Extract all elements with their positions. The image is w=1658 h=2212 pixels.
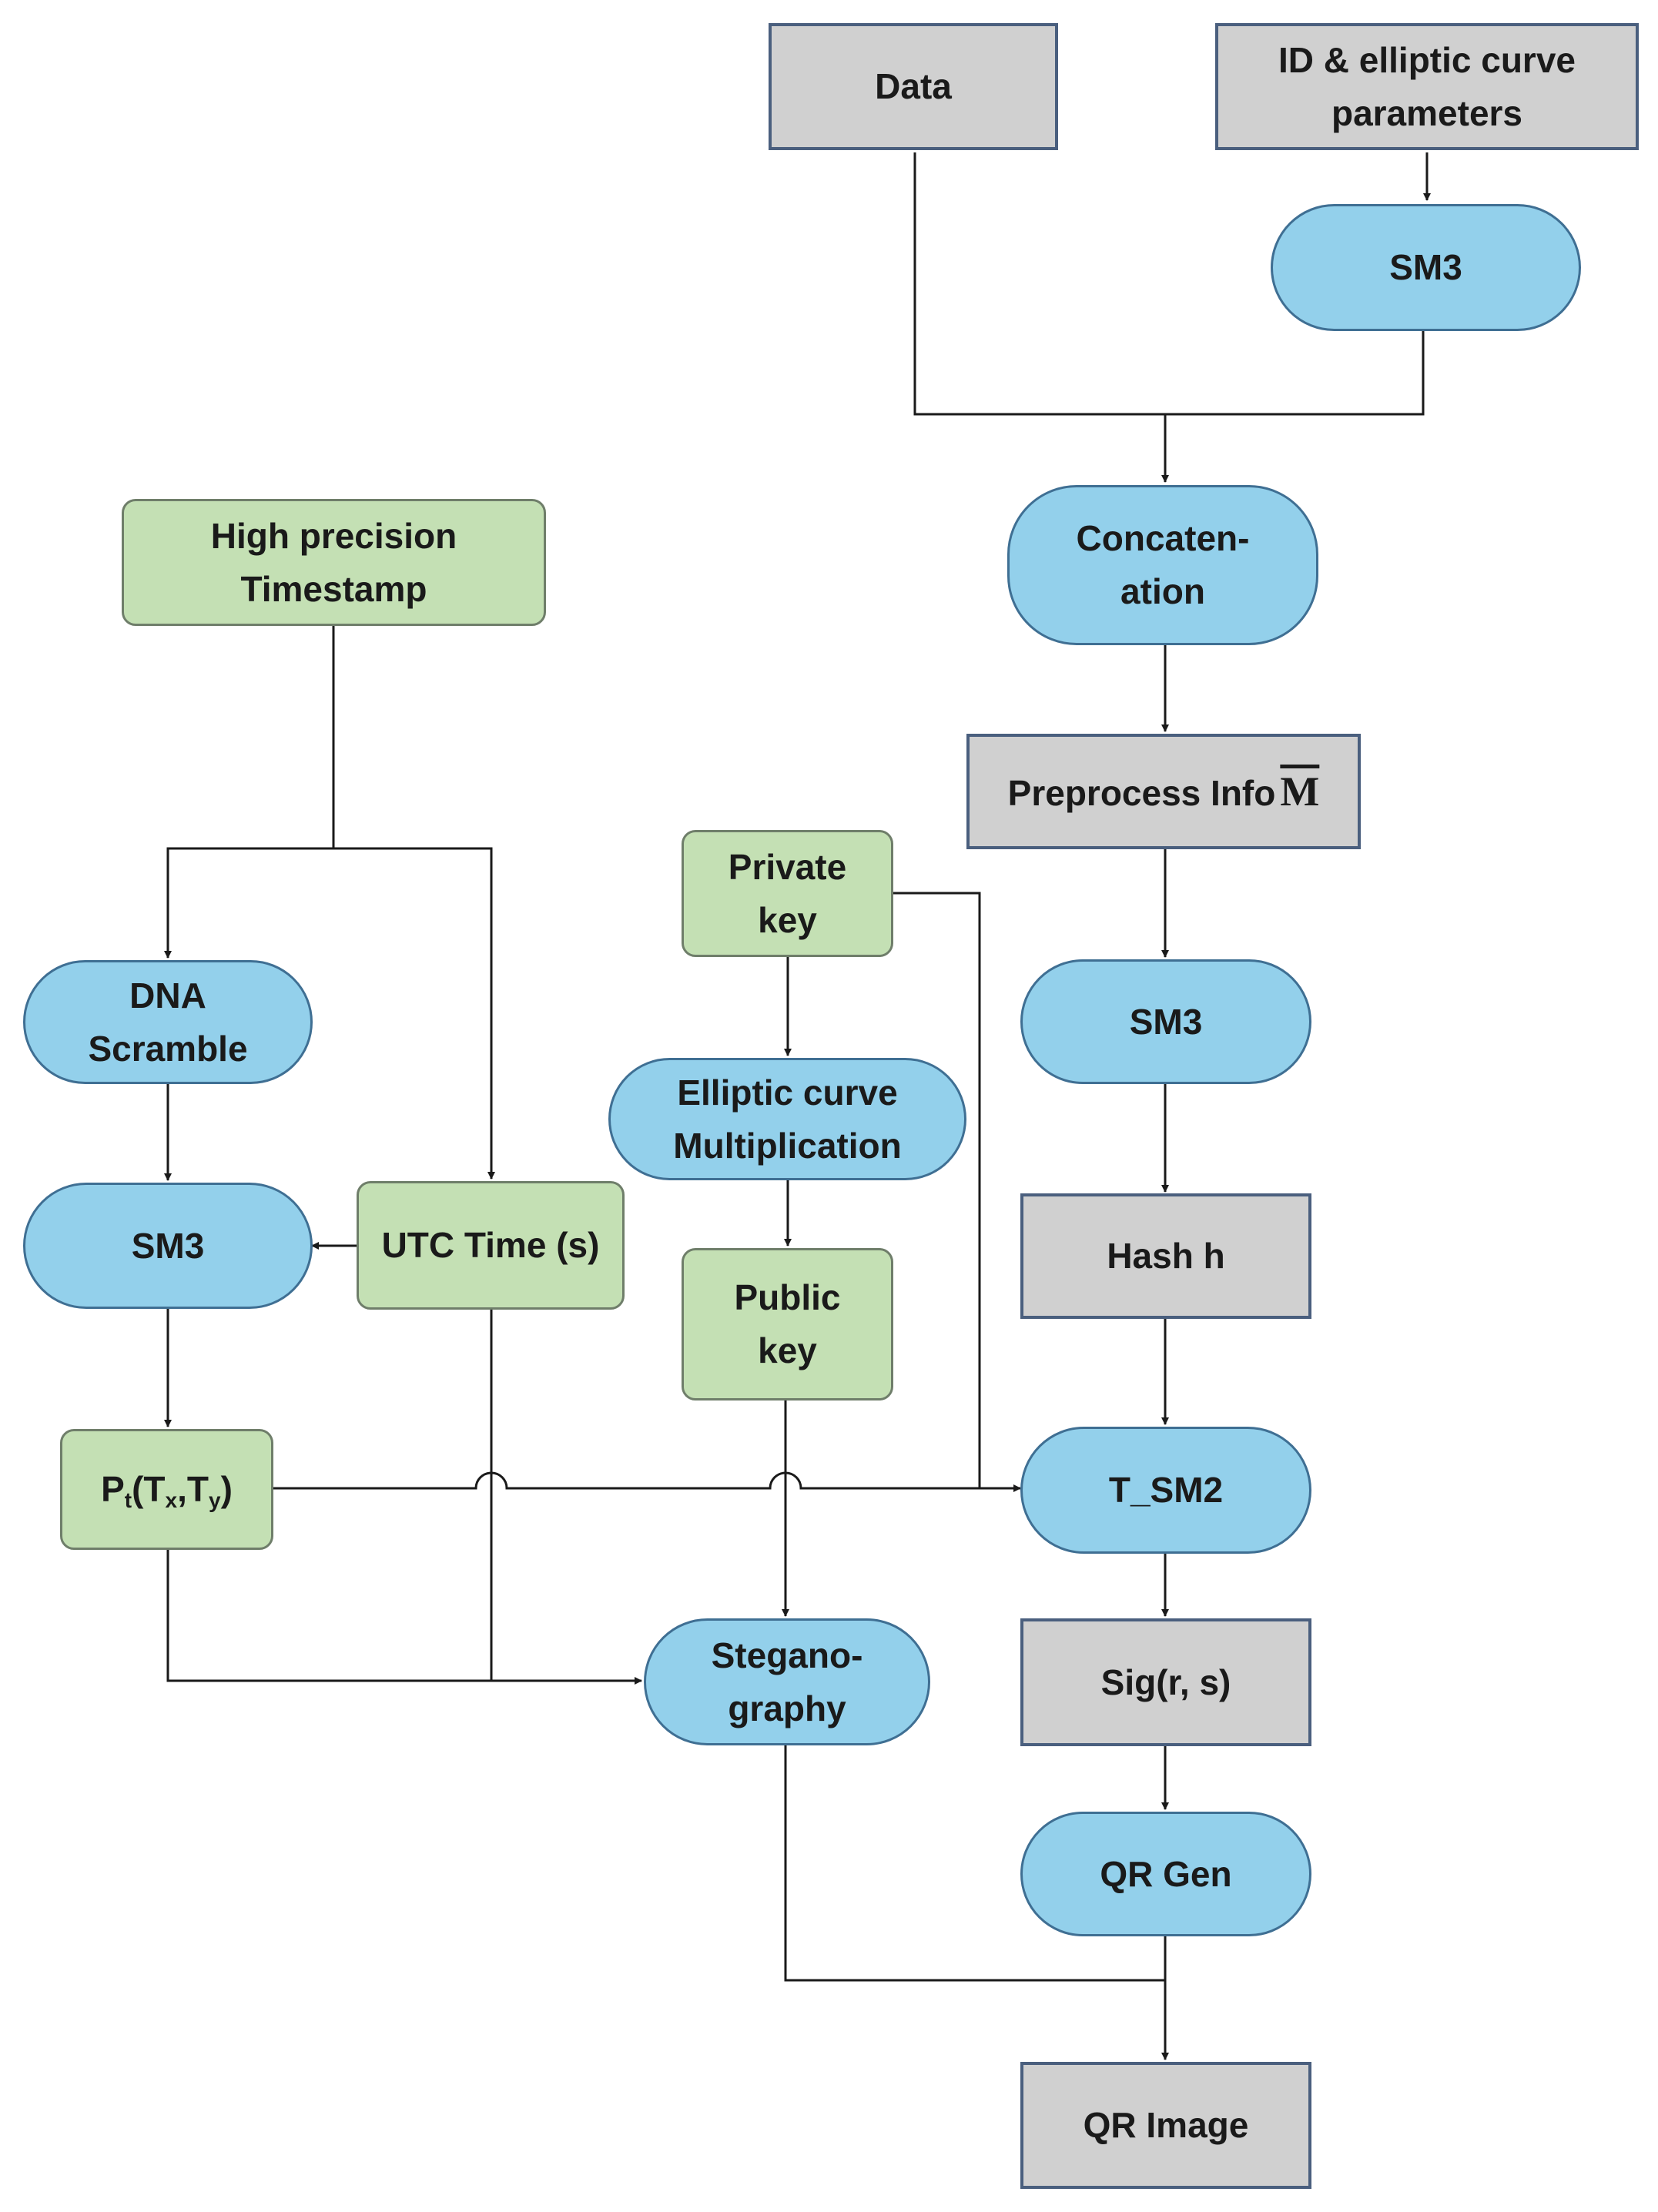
ec-multiplication-node: Elliptic curve Multiplication <box>608 1058 966 1180</box>
sm3-top-label: SM3 <box>1389 247 1462 287</box>
connector-data-to-concat <box>913 152 1425 416</box>
sm3-left-label: SM3 <box>131 1225 205 1266</box>
timestamp-label-line2: Timestamp <box>240 568 427 609</box>
public-key-label-line1: Public <box>734 1277 841 1317</box>
public-key-label-line2: key <box>758 1330 817 1370</box>
private-key-label-line1: Private <box>728 846 847 887</box>
id-params-label-line2: parameters <box>1331 92 1523 133</box>
qr-image-label: QR Image <box>1083 2105 1249 2145</box>
t-sm2-node: T_SM2 <box>1020 1427 1311 1554</box>
steganography-label-line2: graphy <box>728 1688 846 1728</box>
dna-label-line2: Scramble <box>88 1028 248 1069</box>
hash-box: Hash h <box>1020 1193 1311 1319</box>
data-label: Data <box>875 66 952 106</box>
preprocess-symbol: M <box>1280 768 1320 815</box>
private-key-label-line2: key <box>758 899 817 940</box>
preprocess-text: Preprocess Info <box>1007 772 1276 813</box>
public-key-box: Public key <box>682 1248 893 1400</box>
concatenation-label-line1: Concaten- <box>1076 518 1250 558</box>
dna-label-line1: DNA <box>129 975 206 1016</box>
sm3-left-node: SM3 <box>23 1183 313 1309</box>
pt-label: Pt(Tx,Ty) <box>101 1468 233 1512</box>
sig-label: Sig(r, s) <box>1100 1662 1231 1702</box>
utc-time-label: UTC Time (s) <box>381 1225 600 1265</box>
dna-scramble-node: DNA Scramble <box>23 960 313 1084</box>
sm3-mid-label: SM3 <box>1129 1001 1203 1042</box>
connector-pt-to-stego <box>166 1550 642 1685</box>
qr-gen-node: QR Gen <box>1020 1812 1311 1936</box>
t-sm2-label: T_SM2 <box>1108 1470 1224 1510</box>
timestamp-box: High precision Timestamp <box>122 499 546 626</box>
hash-label: Hash h <box>1107 1236 1225 1276</box>
id-params-label-line1: ID & elliptic curve <box>1278 39 1576 80</box>
connector-pt-to-tsm2 <box>273 1471 1021 1492</box>
ec-mult-label-line1: Elliptic curve <box>677 1072 898 1113</box>
private-key-box: Private key <box>682 830 893 957</box>
steganography-node: Stegano- graphy <box>644 1618 930 1745</box>
ec-mult-label-line2: Multiplication <box>673 1125 902 1166</box>
sig-box: Sig(r, s) <box>1020 1618 1311 1746</box>
data-box: Data <box>769 23 1058 150</box>
steganography-label-line1: Stegano- <box>711 1635 863 1675</box>
qr-image-box: QR Image <box>1020 2062 1311 2189</box>
qr-gen-label: QR Gen <box>1100 1853 1232 1894</box>
connector-timestamp-to-dna <box>164 847 333 959</box>
sm3-mid-node: SM3 <box>1020 959 1311 1084</box>
connector-stego-to-qrimage <box>784 1745 1165 1982</box>
concatenation-node: Concaten- ation <box>1007 485 1318 645</box>
sm3-top-node: SM3 <box>1271 204 1581 331</box>
connector-timestamp-to-utc <box>333 847 495 1180</box>
utc-time-box: UTC Time (s) <box>357 1181 625 1310</box>
concatenation-label-line2: ation <box>1120 571 1205 611</box>
id-params-box: ID & elliptic curve parameters <box>1215 23 1639 150</box>
pt-box: Pt(Tx,Ty) <box>60 1429 273 1550</box>
timestamp-label-line1: High precision <box>210 515 457 556</box>
connector-private-to-tsm2 <box>893 892 981 1488</box>
